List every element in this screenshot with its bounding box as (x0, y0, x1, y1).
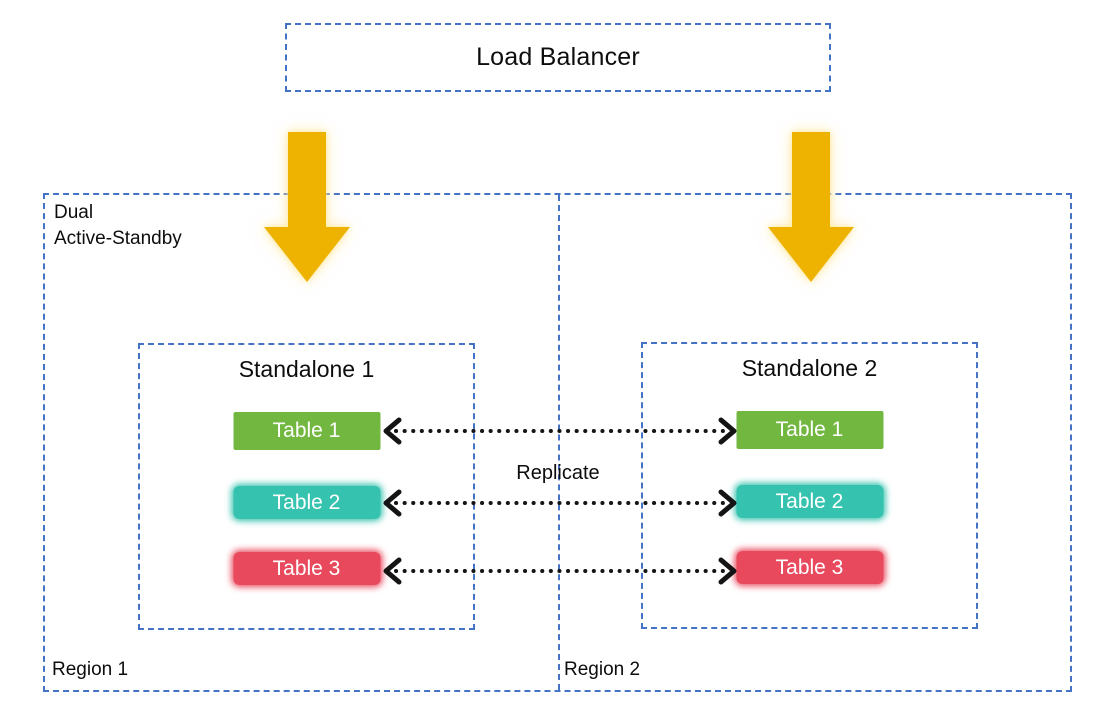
down-arrow-shape (768, 132, 854, 282)
replication-arrows-icon (383, 417, 737, 585)
cluster-label: Dual Active-Standby (54, 202, 182, 249)
table-label: Table 1 (775, 418, 844, 441)
standalone-2-title: Standalone 2 (741, 355, 878, 381)
region-divider-line (558, 195, 560, 690)
region-1-label: Region 1 (52, 659, 129, 680)
bidirectional-arrow-icon (383, 557, 737, 585)
down-arrow-icon (264, 132, 350, 282)
table-chip: Table 3 (233, 552, 380, 585)
standalone-1-box: Standalone 1 Table 1 Table 2 Table 3 (138, 343, 475, 630)
table-label: Table 2 (775, 489, 844, 513)
bidirectional-arrow-icon (383, 489, 737, 517)
down-arrow-shape (264, 132, 350, 282)
replicate-label: Replicate (516, 462, 600, 484)
table-chip: Table 3 (736, 551, 883, 584)
bidirectional-arrow-icon (383, 417, 737, 445)
load-balancer-box: Load Balancer (285, 23, 831, 92)
table-label: Table 1 (272, 419, 341, 442)
table-chip: Table 2 (233, 486, 380, 519)
table-label: Table 2 (272, 490, 341, 514)
dual-active-standby-container: Dual Active-Standby Region 1 Region 2 (43, 193, 1072, 692)
table-label: Table 3 (272, 556, 341, 580)
table-label: Table 3 (775, 555, 844, 579)
standalone-1-title: Standalone 1 (238, 356, 375, 382)
load-balancer-label: Load Balancer (476, 43, 640, 71)
table-chip: Table 1 (736, 411, 883, 449)
standalone-2-box: Standalone 2 Table 1 Table 2 Table 3 (641, 342, 978, 629)
region-2-label: Region 2 (564, 659, 641, 680)
table-chip: Table 2 (736, 485, 883, 518)
table-chip: Table 1 (233, 412, 380, 450)
down-arrow-icon (768, 132, 854, 282)
